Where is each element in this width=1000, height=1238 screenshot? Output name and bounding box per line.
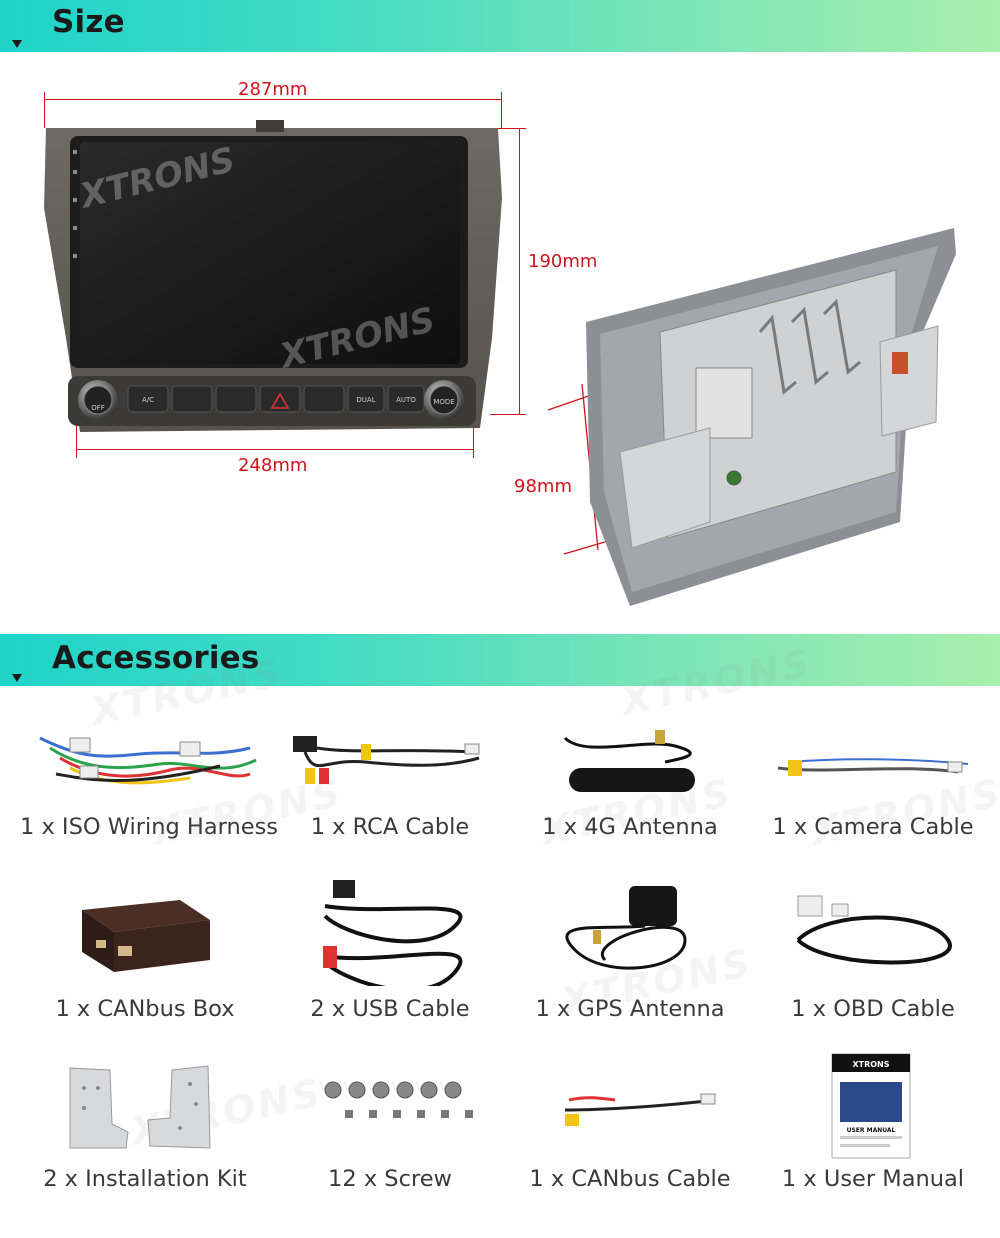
accessory-label: 1 x Camera Cable (772, 814, 974, 840)
accessory-label: 2 x USB Cable (310, 996, 470, 1022)
width-top-dimension-line (44, 99, 502, 100)
size-section-title: Size (52, 4, 125, 40)
accessory-label: 1 x 4G Antenna (542, 814, 718, 840)
width-bottom-label: 248mm (238, 455, 308, 476)
canbus-cable-icon (564, 1093, 716, 1126)
head-unit-front-view: OFF A/C DUAL AUTO MODE XTRONS XTRONS (44, 120, 502, 432)
auto-button-label: AUTO (396, 396, 416, 404)
height-label: 190mm (528, 251, 598, 272)
rca-cable-icon (293, 736, 480, 784)
height-tick-top (490, 128, 526, 129)
accessory-label: 12 x Screw (328, 1166, 452, 1192)
width-bottom-tick-left (76, 418, 77, 458)
antenna-4g-icon (563, 730, 695, 792)
off-button-label: OFF (91, 404, 105, 412)
installation-kit-icon (69, 1065, 211, 1149)
banner-marker-icon (12, 674, 22, 682)
gps-antenna-icon (565, 886, 687, 970)
banner-marker-icon (12, 40, 22, 48)
screw-icon (324, 1081, 473, 1118)
user-manual-icon: XTRONS USER MANUAL (831, 1053, 911, 1159)
width-bottom-dimension-line (76, 449, 474, 450)
head-unit-rear-view (586, 228, 956, 606)
manual-brand: XTRONS (852, 1060, 889, 1069)
ac-button-label: A/C (142, 396, 154, 404)
wiring-harness-icon (39, 736, 257, 785)
accessory-label: 1 x CANbus Box (55, 996, 235, 1022)
camera-cable-icon (777, 758, 969, 776)
width-top-tick-right (501, 92, 502, 128)
width-top-label: 287mm (238, 79, 308, 100)
accessory-label: 1 x CANbus Cable (529, 1166, 731, 1192)
height-dimension-line (519, 128, 520, 414)
height-tick-bottom (490, 414, 526, 415)
accessory-label: 1 x User Manual (781, 1166, 965, 1192)
width-bottom-tick-right (473, 418, 474, 458)
depth-label: 98mm (514, 476, 572, 497)
accessory-label: 1 x OBD Cable (791, 996, 955, 1022)
accessories-section-banner: Accessories (0, 634, 1000, 686)
accessories-section-title: Accessories (52, 640, 260, 676)
manual-title: USER MANUAL (847, 1127, 896, 1134)
canbus-box-icon (82, 900, 210, 972)
mode-button-label: MODE (433, 398, 454, 406)
obd-cable-icon (796, 895, 952, 965)
accessory-label: 2 x Installation Kit (43, 1166, 247, 1192)
dual-button-label: DUAL (356, 396, 375, 404)
accessory-label: 1 x RCA Cable (310, 814, 470, 840)
accessory-label: 1 x GPS Antenna (535, 996, 725, 1022)
width-top-tick-left (44, 92, 45, 128)
accessory-label: 1 x ISO Wiring Harness (20, 814, 279, 840)
usb-cable-icon (323, 880, 463, 986)
size-section-banner: Size (0, 0, 1000, 52)
